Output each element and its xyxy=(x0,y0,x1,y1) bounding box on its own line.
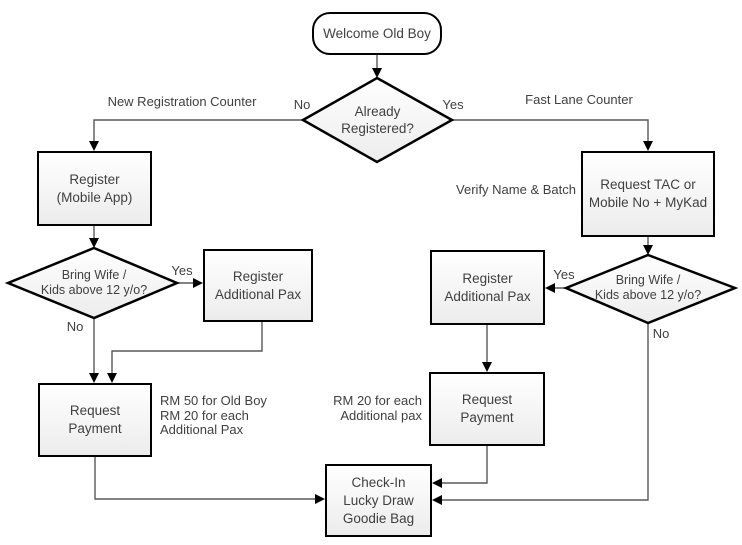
connector-bring-wife-right-no-to-check-in xyxy=(432,323,649,505)
node-request-payment-left: Request Payment xyxy=(38,383,152,457)
decision-already-registered-label: Already Registered? xyxy=(341,104,414,136)
edge-label-fast-lane-counter: Fast Lane Counter xyxy=(525,92,633,107)
node-request-payment-right: Request Payment xyxy=(429,372,545,446)
connector-request-payment-right-to-check-in xyxy=(432,446,488,488)
node-check-in: Check-In Lucky Draw Goodie Bag xyxy=(325,464,432,537)
connector-already-registered-no-to-register-mobile xyxy=(89,119,303,151)
connector-request-payment-left-to-check-in xyxy=(94,457,325,504)
connector-register-pax-left-to-request-payment xyxy=(107,322,263,383)
edge-label-yes-right: Yes xyxy=(553,267,575,282)
edge-label-no-left: No xyxy=(66,319,84,334)
edge-label-no-top: No xyxy=(293,97,311,112)
node-welcome-old-boy: Welcome Old Boy xyxy=(312,12,442,55)
node-request-tac: Request TAC or Mobile No + MyKad xyxy=(581,151,715,237)
connector-already-registered-yes-to-request-tac xyxy=(452,119,653,151)
annotation-fee-left: RM 50 for Old Boy RM 20 for each Additio… xyxy=(160,393,267,437)
edge-label-new-registration-counter: New Registration Counter xyxy=(107,94,257,109)
decision-bring-wife-right-label: Bring Wife / Kids above 12 y/o? xyxy=(594,273,702,302)
edge-label-yes-left: Yes xyxy=(171,263,193,278)
decision-bring-wife-right-shape xyxy=(562,253,739,325)
annotation-verify-name-batch: Verify Name & Batch xyxy=(456,182,576,197)
annotation-fee-right: RM 20 for each Additional pax xyxy=(333,393,422,423)
decision-bring-wife-left-shape xyxy=(4,246,181,320)
decision-already-registered-shape xyxy=(300,76,455,164)
node-register-additional-pax-right: Register Additional Pax xyxy=(430,250,545,325)
edge-label-yes-top: Yes xyxy=(442,97,464,112)
edge-label-no-right: No xyxy=(652,326,670,341)
node-register-additional-pax-left: Register Additional Pax xyxy=(203,249,313,322)
decision-bring-wife-left-label: Bring Wife / Kids above 12 y/o? xyxy=(40,268,148,297)
node-register-mobile-app: Register (Mobile App) xyxy=(37,151,152,226)
